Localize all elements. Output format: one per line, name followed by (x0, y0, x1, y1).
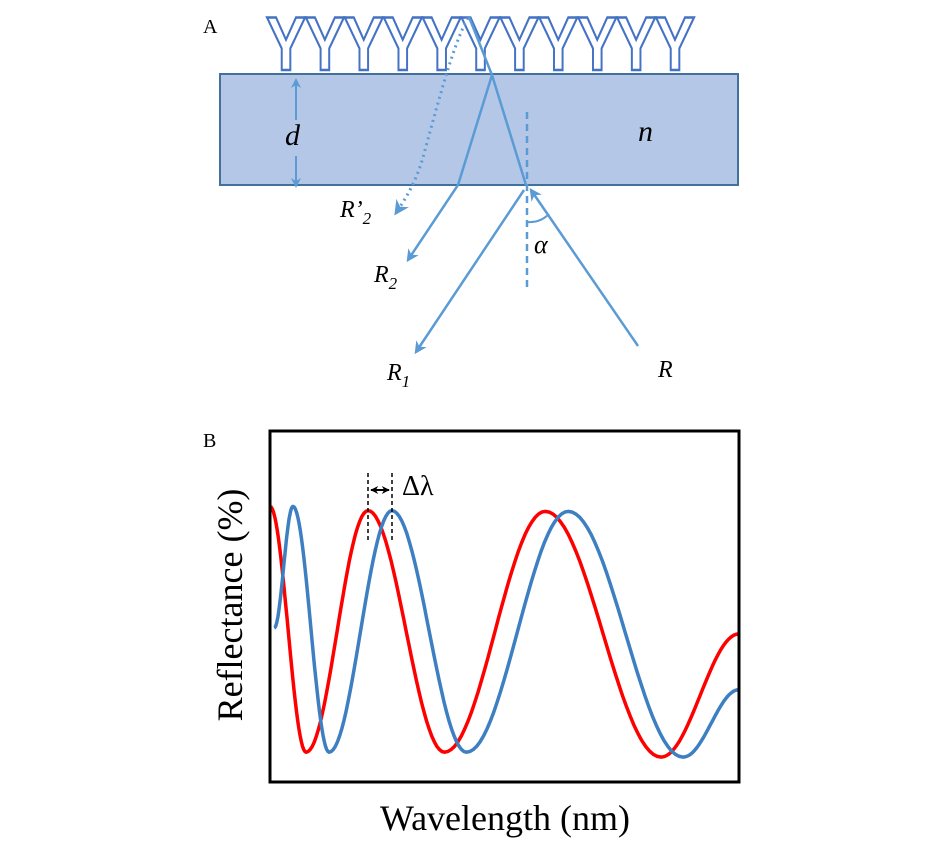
panel-b-label: B (203, 430, 216, 452)
series-line-red (269, 504, 740, 759)
plot-frame (268, 429, 741, 784)
thickness-label: d (285, 119, 301, 152)
series-line-blue (273, 504, 740, 759)
thin-film (219, 73, 739, 186)
r1-label: R1 (386, 360, 410, 391)
angle-label: α (534, 230, 549, 259)
incident-beam (529, 187, 640, 347)
y-axis-label: Reflectance (%) (210, 489, 250, 722)
refractive-index-label: n (638, 115, 653, 148)
reflected-beam-r2-prime (394, 17, 470, 216)
incident-label: R (657, 357, 673, 383)
panel-a-label: A (203, 16, 218, 38)
plot-curves (269, 504, 740, 759)
r2-prime-label: R’2 (339, 197, 372, 228)
shift-label: Δλ (402, 471, 434, 502)
antibody-icon: Y (344, 2, 384, 87)
panel-b: B Δλ Wavelength (nm) Reflectance (%) (203, 429, 741, 838)
reflected-beam-r1 (414, 189, 526, 355)
antibody-icon: Y (266, 2, 306, 87)
x-axis-label: Wavelength (nm) (380, 798, 630, 838)
angle-arc (526, 213, 550, 224)
reflected-beam-r2 (406, 74, 494, 263)
r2-label: R2 (373, 262, 398, 293)
